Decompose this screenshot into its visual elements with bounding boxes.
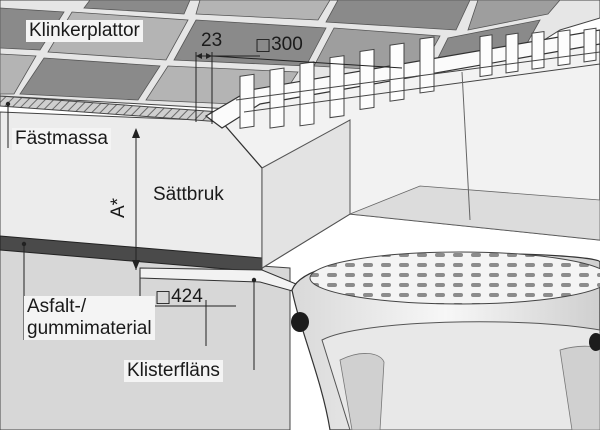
- square-symbol-icon: □: [155, 287, 172, 307]
- label-klinkerplattor: Klinkerplattor: [26, 20, 143, 42]
- tile: [467, 0, 561, 31]
- label-asfalt-gummimaterial: Asfalt-/ gummimaterial: [24, 296, 155, 340]
- label-fastmassa: Fästmassa: [12, 128, 111, 150]
- tile: [195, 0, 331, 21]
- dimension-23: 23: [201, 30, 223, 51]
- label-klisterflans: Klisterfläns: [124, 360, 223, 382]
- square-symbol-icon: □: [255, 35, 272, 55]
- outlet-grate: [309, 251, 600, 305]
- tile: [83, 0, 191, 15]
- tile: [325, 0, 471, 31]
- label-sattbruk: Sättbruk: [153, 184, 224, 205]
- tile: [19, 57, 161, 101]
- dimension-square-300: □300: [252, 34, 306, 56]
- dimension-a-star: A*: [108, 197, 129, 218]
- channel-floor: [349, 185, 600, 241]
- dimension-square-424: □424: [152, 286, 206, 308]
- size-424-value: 424: [171, 286, 203, 307]
- tile: [0, 53, 37, 95]
- size-300-value: 300: [271, 34, 303, 55]
- gasket: [291, 312, 309, 332]
- gasket: [589, 333, 600, 351]
